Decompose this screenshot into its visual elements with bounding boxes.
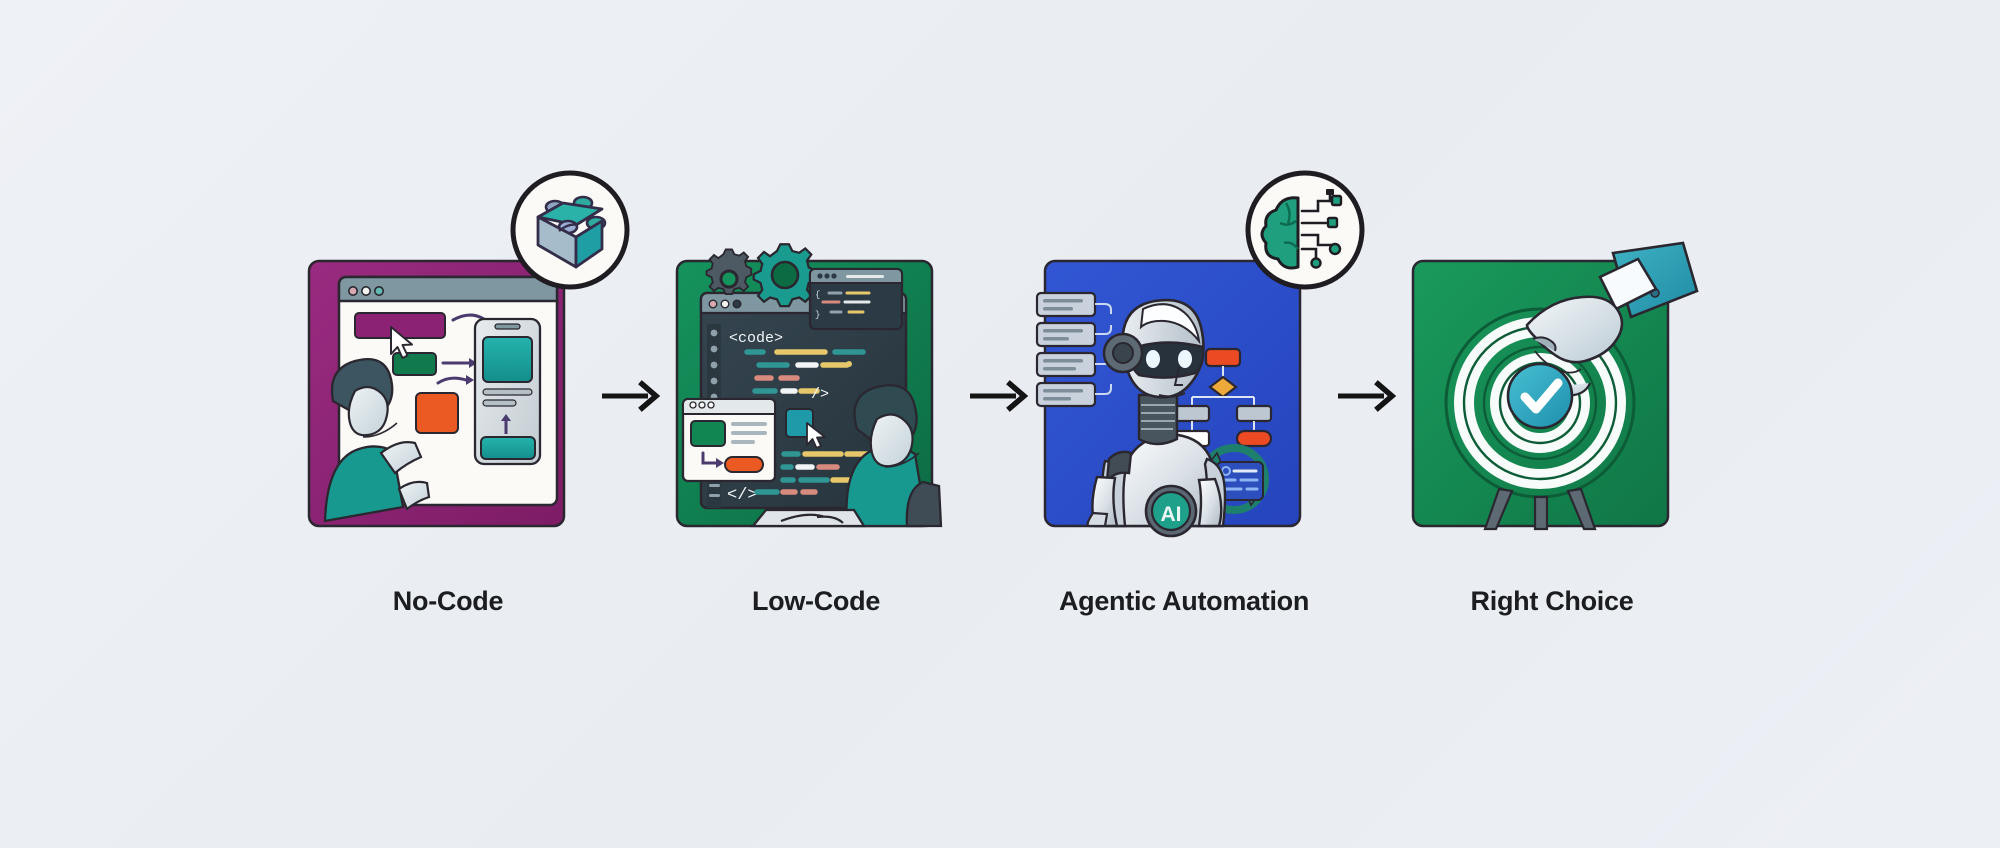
decision-flowchart bbox=[1173, 347, 1273, 448]
mouse-cursor-icon bbox=[390, 326, 413, 359]
builder-block-green bbox=[392, 352, 437, 376]
right-choice-illustration bbox=[1411, 241, 1699, 531]
step-label-low-code: Low-Code bbox=[751, 586, 881, 616]
brain-circuit-badge bbox=[1245, 170, 1365, 290]
phone-hero-block bbox=[482, 336, 533, 383]
lego-brick-badge bbox=[510, 170, 630, 290]
flow-step-low-code[interactable]: <code> </> bbox=[671, 231, 961, 617]
illustration-card-agentic: AI bbox=[1035, 231, 1329, 556]
window-dot-green bbox=[374, 285, 385, 296]
code-close-tag: </> bbox=[727, 486, 758, 505]
popup-cta-button bbox=[724, 456, 764, 473]
humanoid-robot: AI bbox=[1086, 298, 1227, 538]
check-token bbox=[1506, 362, 1574, 430]
flow-step-agentic-automation[interactable]: AI Agentic Automation bbox=[1035, 231, 1329, 617]
low-code-illustration: <code> </> bbox=[675, 243, 943, 528]
flow-step-right-choice[interactable]: Right Choice bbox=[1407, 231, 1699, 617]
svg-text:/>: /> bbox=[811, 386, 829, 403]
office-chair bbox=[905, 480, 943, 528]
lego-brick-icon bbox=[536, 195, 607, 269]
flow-step-no-code[interactable]: No-Code bbox=[303, 231, 593, 617]
step-label-right-choice: Right Choice bbox=[1470, 586, 1634, 616]
brain-circuit-icon bbox=[1260, 189, 1343, 270]
illustration-card-no-code bbox=[303, 231, 593, 556]
agentic-automation-illustration: AI bbox=[1035, 259, 1302, 538]
builder-block-orange bbox=[415, 392, 459, 434]
keyboard bbox=[750, 508, 867, 528]
code-open-tag: <code> bbox=[729, 330, 783, 347]
window-dot-yellow bbox=[360, 285, 371, 296]
person-arm-lower bbox=[397, 480, 431, 511]
flow-arrow-2 bbox=[961, 379, 1039, 412]
shirt-cuff bbox=[1598, 257, 1658, 311]
check-icon bbox=[1520, 378, 1563, 414]
step-label-agentic-automation: Agentic Automation bbox=[1058, 586, 1310, 616]
illustration-card-right-choice bbox=[1407, 231, 1699, 556]
step-label-no-code: No-Code bbox=[392, 586, 504, 616]
flow-arrow-1 bbox=[593, 379, 671, 412]
person-arm-upper bbox=[379, 441, 423, 475]
robot-ai-label: AI bbox=[1161, 503, 1182, 526]
flow-arrow-3 bbox=[1329, 379, 1407, 412]
person-face bbox=[347, 385, 389, 437]
svg-text:}: } bbox=[815, 310, 820, 320]
mouse-cursor-icon bbox=[806, 422, 826, 449]
gear-icon bbox=[705, 248, 753, 295]
no-code-illustration bbox=[307, 259, 566, 528]
window-dot-red bbox=[347, 285, 358, 296]
phone-cta-button bbox=[480, 436, 536, 460]
svg-text:{: { bbox=[815, 290, 820, 300]
tripod-stand bbox=[1483, 487, 1597, 531]
illustration-card-low-code: <code> </> bbox=[671, 231, 961, 556]
developer-face bbox=[869, 413, 914, 468]
